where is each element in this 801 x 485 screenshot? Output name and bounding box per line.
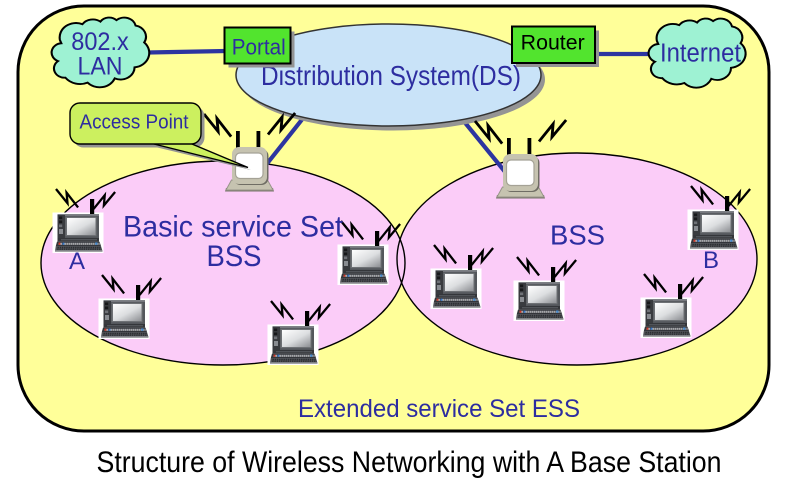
- svg-text:BSS: BSS: [550, 220, 605, 251]
- svg-text:BSS: BSS: [207, 240, 262, 273]
- svg-text:Structure of Wireless Networki: Structure of Wireless Networking with A …: [97, 446, 722, 479]
- svg-text:A: A: [69, 248, 85, 275]
- svg-text:Distribution System(DS): Distribution System(DS): [261, 60, 521, 91]
- svg-text:B: B: [703, 247, 719, 274]
- svg-text:Internet: Internet: [660, 40, 741, 68]
- svg-text:Extended service Set ESS: Extended service Set ESS: [298, 396, 580, 423]
- svg-text:Access Point: Access Point: [80, 112, 189, 134]
- svg-text:802.x: 802.x: [71, 28, 129, 56]
- svg-text:LAN: LAN: [78, 53, 123, 81]
- svg-text:Portal: Portal: [232, 35, 286, 60]
- svg-text:Router: Router: [521, 32, 585, 55]
- svg-text:Basic service Set: Basic service Set: [123, 211, 344, 244]
